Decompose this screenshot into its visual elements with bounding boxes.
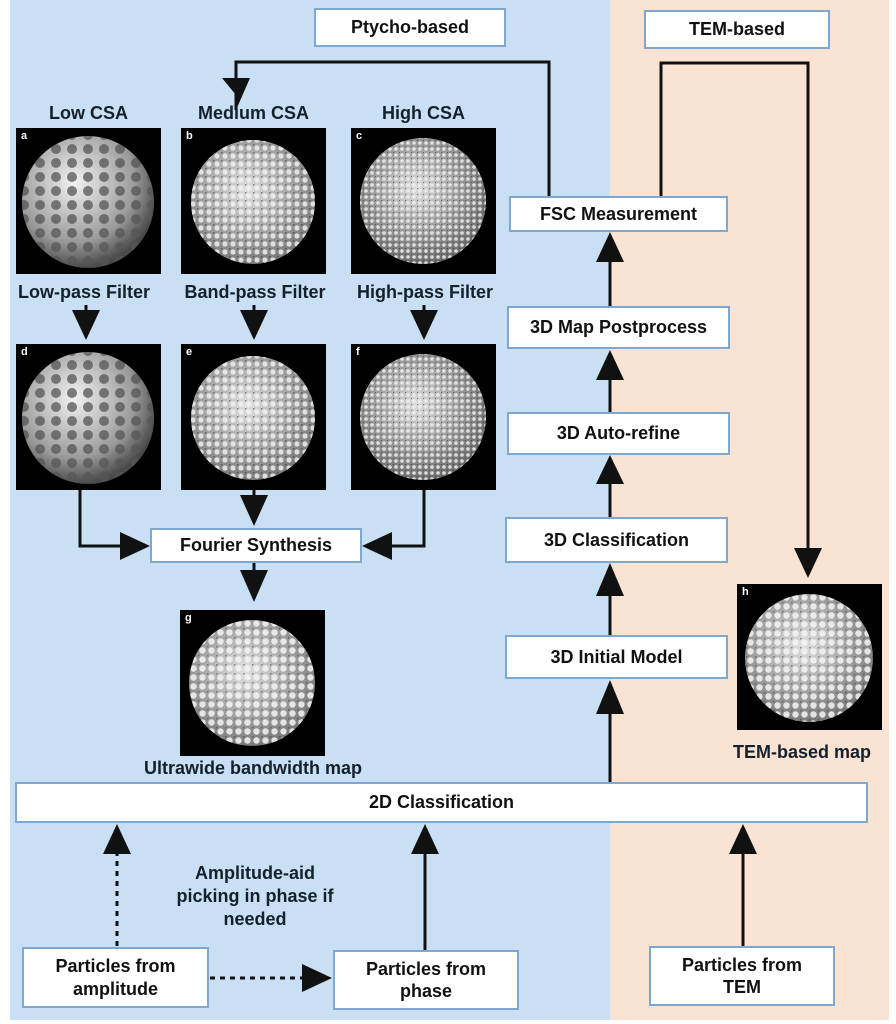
panel-letter: a <box>21 130 28 142</box>
particles-phase-box: Particles from phase <box>333 950 519 1010</box>
box-line: amplitude <box>72 978 158 999</box>
low-csa-label: Low CSA <box>49 103 128 123</box>
box-line: Particles from <box>681 954 803 975</box>
panel-d-low-pass-map: d <box>16 344 161 490</box>
sphere-merged-image <box>189 620 315 746</box>
2d-classification-box: 2D Classification <box>15 782 868 823</box>
fsc-measurement-box: FSC Measurement <box>509 196 728 232</box>
sphere-fine-image <box>360 354 486 480</box>
band-pass-filter-label: Band-pass Filter <box>184 282 326 302</box>
panel-letter: c <box>356 130 363 142</box>
tem-based-header: TEM-based <box>644 10 830 49</box>
particles-tem-box: Particles from TEM <box>649 946 835 1006</box>
panel-f-high-pass-map: f <box>351 344 496 490</box>
sphere-medium-image <box>191 356 315 480</box>
ptycho-based-header: Ptycho-based <box>314 8 506 47</box>
tem-based-label: TEM-based <box>688 19 785 40</box>
sphere-medium-image <box>191 140 315 264</box>
box-line: phase <box>399 981 453 1001</box>
2d-classification-label: 2D Classification <box>368 792 515 813</box>
panel-letter: h <box>742 586 749 598</box>
box-line: TEM <box>723 977 761 997</box>
auto-refine-box: 3D Auto-refine <box>507 412 730 455</box>
sphere-fine-image <box>360 138 486 264</box>
medium-csa-label: Medium CSA <box>197 103 309 123</box>
auto-refine-label: 3D Auto-refine <box>556 423 681 444</box>
fourier-synthesis-box: Fourier Synthesis <box>150 528 362 563</box>
high-pass-filter-label: High-pass Filter <box>356 282 494 302</box>
panel-letter: b <box>186 130 193 142</box>
fourier-synthesis-label: Fourier Synthesis <box>179 535 333 556</box>
note-line: Amplitude-aid <box>195 863 315 883</box>
box-line: Particles from <box>365 958 487 979</box>
3d-initial-model-label: 3D Initial Model <box>550 646 683 667</box>
3d-initial-model-box: 3D Initial Model <box>505 635 728 679</box>
amplitude-aid-note: Amplitude-aid picking in phase if needed <box>170 862 340 931</box>
box-line: Particles from <box>55 956 176 976</box>
ultrawide-bandwidth-map-label: Ultrawide bandwidth map <box>143 758 362 778</box>
note-line: needed <box>223 909 287 930</box>
low-pass-filter-label: Low-pass Filter <box>17 282 151 302</box>
panel-letter: d <box>21 346 28 358</box>
note-line: picking in phase if <box>176 886 334 907</box>
panel-letter: g <box>185 612 192 624</box>
panel-letter: f <box>356 346 360 358</box>
particles-amplitude-box: Particles from amplitude <box>22 947 209 1008</box>
tem-based-map-label: TEM-based map <box>732 742 872 762</box>
map-postprocess-box: 3D Map Postprocess <box>507 306 730 349</box>
high-csa-label: High CSA <box>382 103 465 123</box>
panel-letter: e <box>186 346 193 358</box>
fsc-measurement-label: FSC Measurement <box>539 203 698 224</box>
panel-c-high-csa-map: c <box>351 128 496 274</box>
3d-classification-box: 3D Classification <box>505 517 728 563</box>
panel-g-ultrawide-map: g <box>180 610 325 756</box>
panel-a-low-csa-map: a <box>16 128 161 274</box>
panel-h-tem-map: h <box>737 584 882 730</box>
panel-b-medium-csa-map: b <box>181 128 326 274</box>
3d-classification-label: 3D Classification <box>543 529 690 550</box>
tem-region <box>610 0 889 1020</box>
sphere-coarse-image <box>22 136 154 268</box>
ptycho-based-label: Ptycho-based <box>350 17 470 38</box>
panel-e-band-pass-map: e <box>181 344 326 490</box>
sphere-coarse-image <box>22 352 154 484</box>
map-postprocess-label: 3D Map Postprocess <box>529 317 708 338</box>
sphere-merged-image <box>745 594 873 722</box>
